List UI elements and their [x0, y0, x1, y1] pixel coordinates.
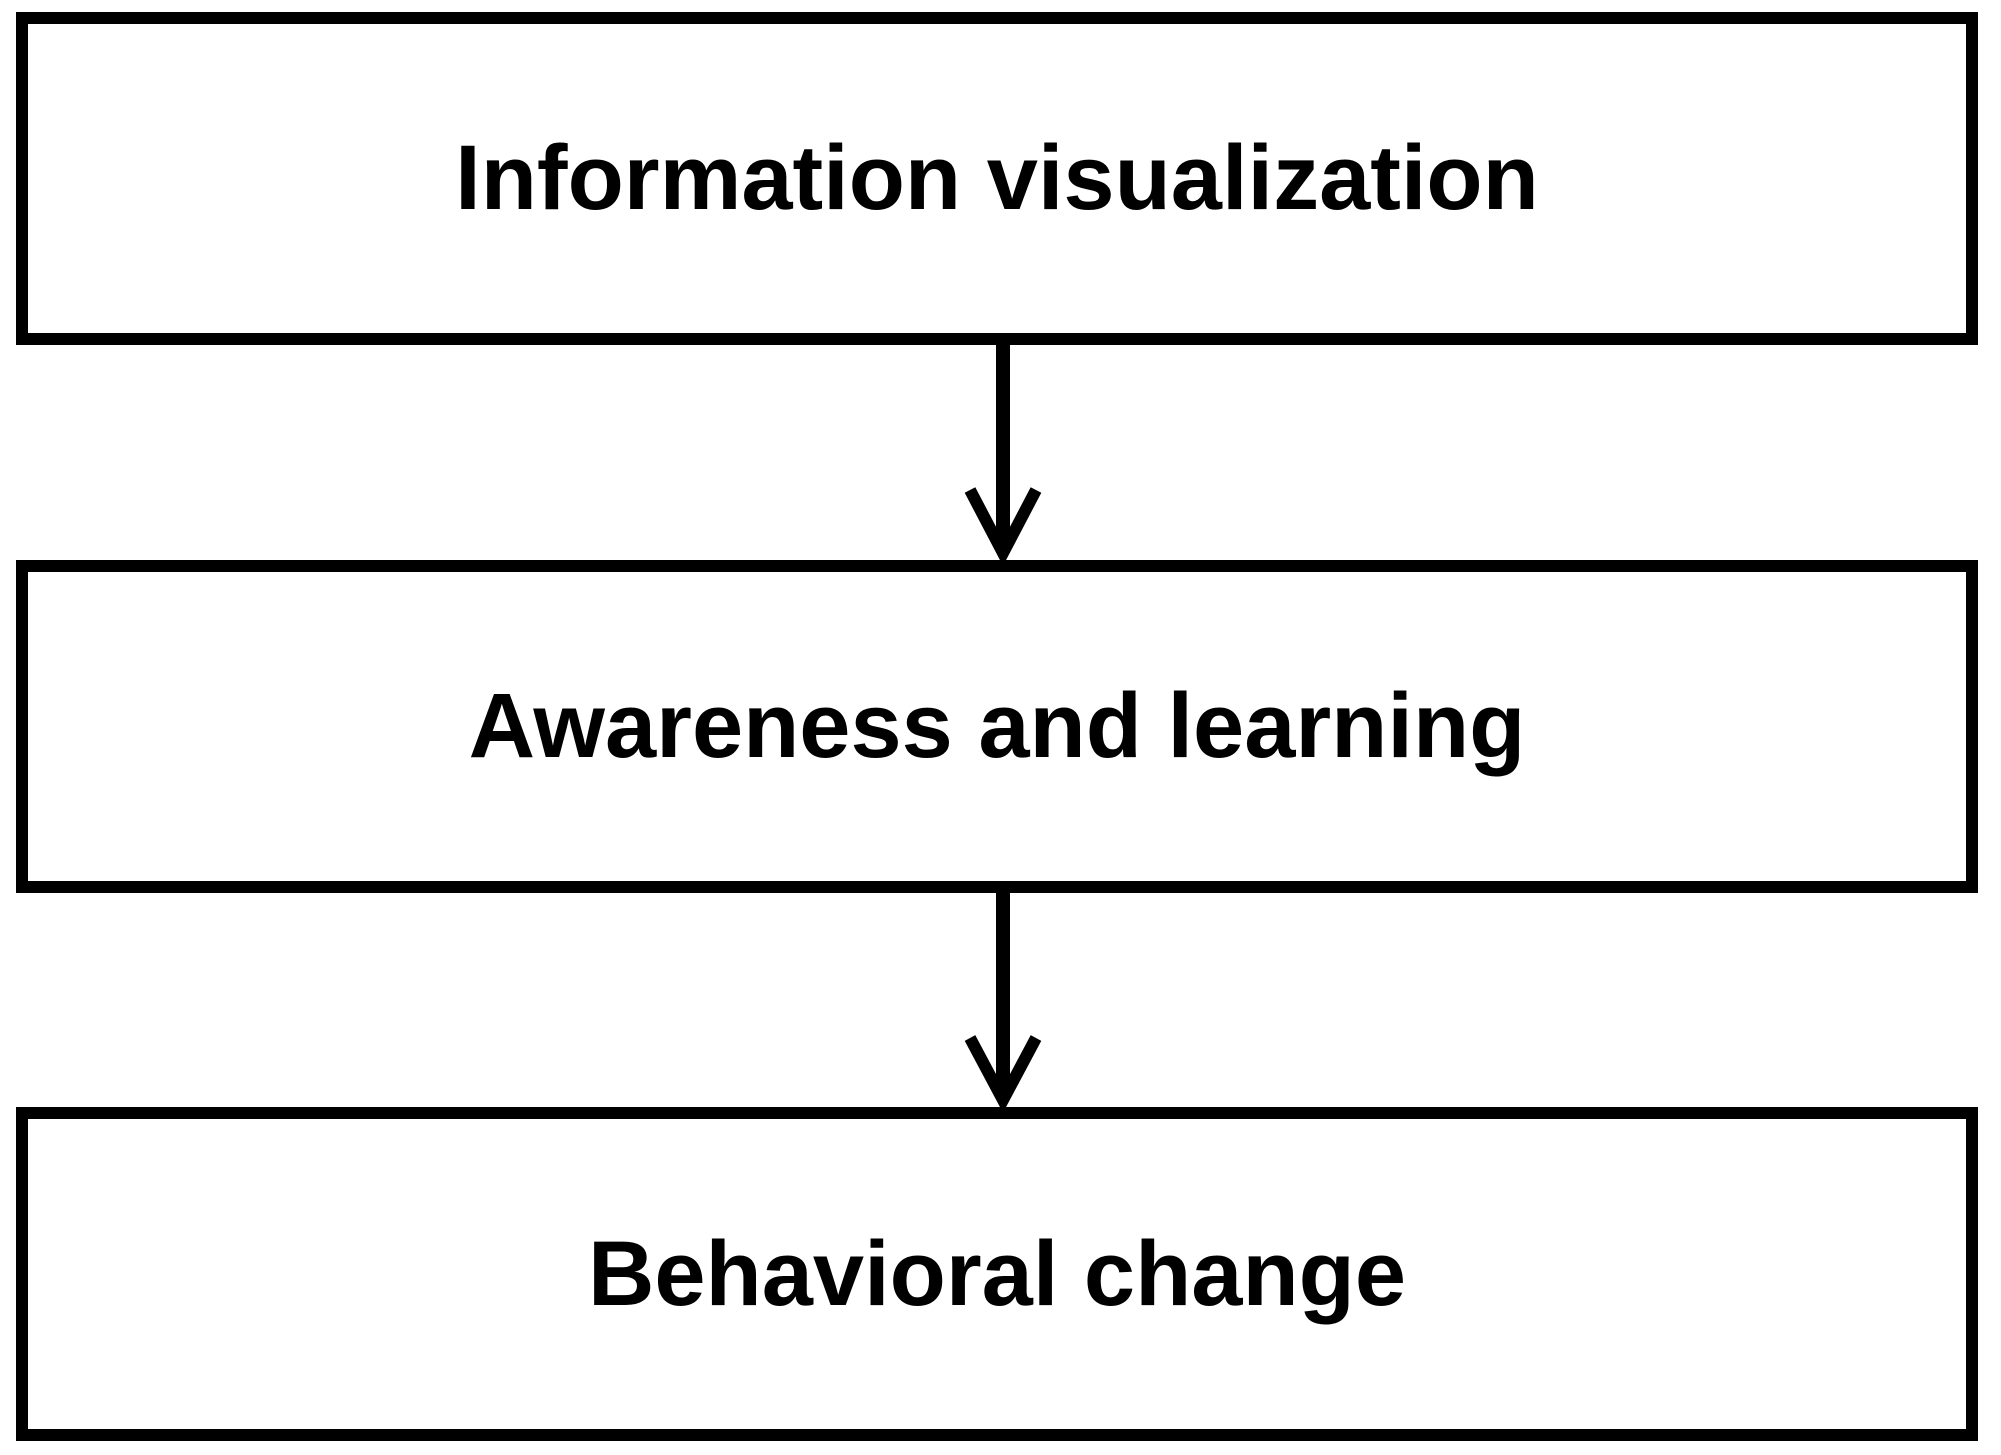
- step-label: Awareness and learning: [468, 675, 1526, 777]
- step-label: Behavioral change: [587, 1222, 1407, 1325]
- arrow-down-icon: [964, 345, 1042, 566]
- arrow-down-icon: [964, 893, 1042, 1113]
- step-box-information-visualization: Information visualization: [16, 12, 1978, 345]
- step-box-awareness-and-learning: Awareness and learning: [16, 560, 1978, 893]
- step-box-behavioral-change: Behavioral change: [16, 1107, 1978, 1441]
- step-label: Information visualization: [455, 127, 1539, 229]
